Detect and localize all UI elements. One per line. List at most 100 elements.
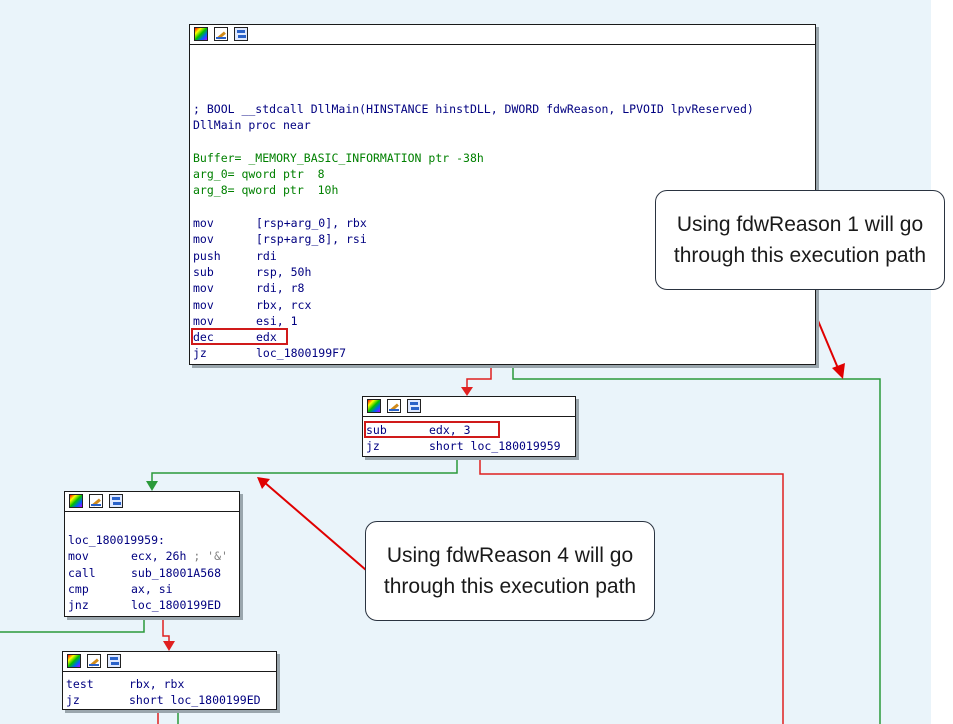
operands: edx xyxy=(256,330,277,345)
code-line[interactable]: jnz loc_1800199ED xyxy=(68,597,239,613)
edge-arrow xyxy=(461,387,473,396)
color-palette-icon[interactable] xyxy=(194,27,208,41)
code-line[interactable]: arg_0= qword ptr 8 xyxy=(193,166,815,182)
code-line[interactable]: test rbx, rbx xyxy=(66,676,276,692)
code-text: ; BOOL __stdcall DllMain(HINSTANCE hinst… xyxy=(193,102,754,116)
callout-fdwreason-1: Using fdwReason 1 will go through this e… xyxy=(655,190,945,290)
operands: rsp, 50h xyxy=(256,264,312,279)
code-text: loc_180019959: xyxy=(68,533,165,547)
edit-pencil-icon[interactable] xyxy=(214,27,228,41)
color-palette-icon[interactable] xyxy=(67,654,81,668)
edge-loc-to-left xyxy=(0,617,145,633)
code-line[interactable] xyxy=(193,134,815,150)
edit-pencil-icon[interactable] xyxy=(387,399,401,413)
code-line[interactable]: ; BOOL __stdcall DllMain(HINSTANCE hinst… xyxy=(193,101,815,117)
color-palette-icon[interactable] xyxy=(367,399,381,413)
code-line[interactable]: mov rdi, r8 xyxy=(193,280,815,296)
code-block-dllmain[interactable]: ; BOOL __stdcall DllMain(HINSTANCE hinst… xyxy=(189,24,816,365)
edge-main-to-right xyxy=(512,365,881,724)
code-line[interactable]: jz loc_1800199F7 xyxy=(193,345,815,361)
operands: sub_18001A568 xyxy=(131,565,222,580)
edge-sub-to-right xyxy=(479,457,784,724)
highlight-sub-edx xyxy=(364,421,500,438)
operands: [rsp+arg_0], rbx xyxy=(256,216,367,231)
code-line[interactable]: mov [rsp+arg_8], rsi xyxy=(193,231,815,247)
mnemonic: sub xyxy=(366,423,387,437)
code-text: Buffer= _MEMORY_BASIC_INFORMATION ptr -3… xyxy=(193,150,484,165)
graph-view-icon[interactable] xyxy=(234,27,248,41)
code-line[interactable]: mov[rsp+arg_0], rbx xyxy=(193,215,815,231)
callout-arrowhead xyxy=(257,477,270,489)
operands: [rsp+arg_8], rsi xyxy=(256,232,367,247)
operands: esi, 1 xyxy=(256,313,298,328)
code-line[interactable]: Buffer= _MEMORY_BASIC_INFORMATION ptr -3… xyxy=(193,150,815,166)
callout-arrow-reason4 xyxy=(263,481,367,571)
code-line[interactable]: push rdi xyxy=(193,248,815,264)
graph-view-icon[interactable] xyxy=(107,654,121,668)
mnemonic: push xyxy=(193,248,221,263)
block-title-bar xyxy=(65,492,239,512)
edit-pencil-icon[interactable] xyxy=(87,654,101,668)
mnemonic: jnz xyxy=(68,598,89,613)
code-block-sub-edx[interactable]: sub edx, 3 jz short loc_180019959 xyxy=(362,396,576,457)
mnemonic: jz xyxy=(193,346,207,361)
graph-view-icon[interactable] xyxy=(407,399,421,413)
mnemonic: mov xyxy=(193,232,214,247)
code-line[interactable]: DllMain proc near xyxy=(193,117,815,133)
block-title-bar xyxy=(363,397,575,417)
graph-view-icon[interactable] xyxy=(109,494,123,508)
operands: ax, si xyxy=(131,581,173,596)
operands: short loc_180019959 xyxy=(429,439,561,454)
mnemonic: test xyxy=(66,677,94,691)
callout-text: Using fdwReason 4 will go through this e… xyxy=(383,544,637,598)
code-text: arg_0= qword ptr 8 xyxy=(193,167,325,182)
edge-arrow xyxy=(146,481,158,491)
edge-arrow xyxy=(163,641,175,651)
code-line[interactable]: jz short loc_180019959 xyxy=(366,438,575,454)
operands: rbx, rcx xyxy=(256,297,312,312)
edge-main-to-sub xyxy=(466,365,492,394)
block-title-bar xyxy=(190,25,815,45)
code-line[interactable]: sub rsp, 50h xyxy=(193,264,815,280)
mnemonic: mov xyxy=(193,297,214,312)
block-title-bar xyxy=(63,652,276,672)
code-line[interactable]: arg_8= qword ptr 10h xyxy=(193,182,815,198)
code-line[interactable]: call sub_18001A568 xyxy=(68,565,239,581)
operands: rdi xyxy=(256,248,277,263)
mnemonic: sub xyxy=(193,264,214,279)
callout-fdwreason-4: Using fdwReason 4 will go through this e… xyxy=(365,521,655,621)
operands: loc_1800199F7 xyxy=(256,346,347,361)
code-line[interactable]: mov rbx, rcx xyxy=(193,297,815,313)
mnemonic: mov xyxy=(193,281,214,296)
code-listing: sub edx, 3 jz short loc_180019959 xyxy=(363,417,575,455)
code-line[interactable]: loc_180019959: xyxy=(68,532,239,548)
code-line[interactable]: sub edx, 3 xyxy=(366,422,575,438)
operands: loc_1800199ED xyxy=(131,598,222,613)
comment: ; '&' xyxy=(186,549,228,564)
edit-pencil-icon[interactable] xyxy=(89,494,103,508)
highlight-dec-edx xyxy=(191,328,288,345)
mnemonic: cmp xyxy=(68,581,89,596)
mnemonic: mov xyxy=(68,549,89,564)
color-palette-icon[interactable] xyxy=(69,494,83,508)
code-line[interactable]: cmp ax, si xyxy=(68,581,239,597)
callout-arrowhead xyxy=(832,363,845,379)
edge-sub-to-loc xyxy=(151,457,458,489)
code-text: arg_8= qword ptr 10h xyxy=(193,183,339,198)
mnemonic: call xyxy=(68,565,96,580)
code-text: DllMain proc near xyxy=(193,118,311,133)
operands: edx, 3 xyxy=(429,423,471,437)
operands: rbx, rbx xyxy=(129,677,185,691)
code-listing: ; BOOL __stdcall DllMain(HINSTANCE hinst… xyxy=(190,45,815,362)
operands: rdi, r8 xyxy=(256,281,305,296)
callout-text: Using fdwReason 1 will go through this e… xyxy=(673,213,927,267)
mnemonic: jz xyxy=(366,439,380,454)
